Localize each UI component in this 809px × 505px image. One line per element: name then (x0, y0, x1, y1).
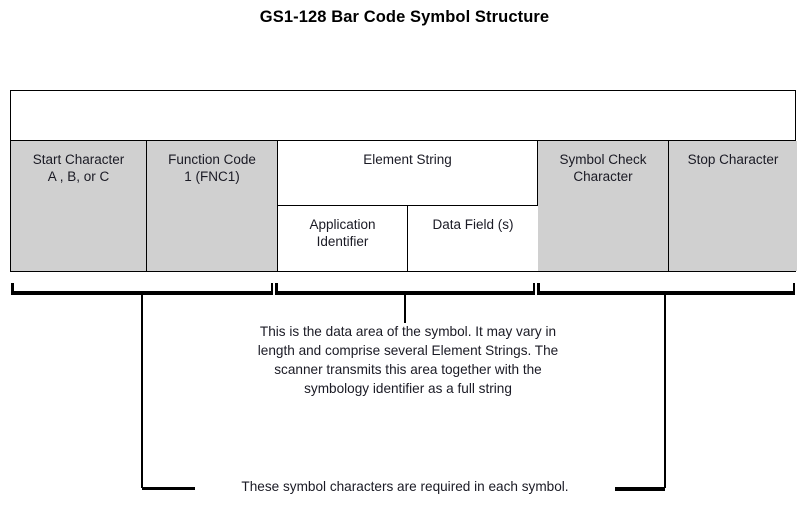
bracket-left-leg-end (270, 283, 273, 295)
bracket-left (11, 283, 273, 295)
symbol-structure-table: Start Character A , B, or C Function Cod… (10, 90, 797, 272)
bracket-left-leg-start (11, 283, 14, 295)
start-character-line2: A , B, or C (47, 169, 110, 184)
dropline-right-group (664, 295, 666, 488)
cell-start-character: Start Character A , B, or C (11, 141, 147, 271)
bracket-left-bar (11, 291, 273, 295)
application-identifier-line2: Identifier (316, 234, 369, 249)
bracket-right-bar (537, 291, 795, 295)
dropline-element-string (404, 295, 406, 323)
stop-character-line1: Stop Character (687, 152, 779, 167)
bracket-middle-leg-end (532, 283, 535, 295)
cell-symbol-check-character: Symbol Check Character (538, 141, 669, 271)
cell-function-code-1: Function Code 1 (FNC1) (147, 141, 278, 271)
caption-rule-left (142, 487, 202, 490)
element-string-label: Element String (278, 141, 537, 206)
bracket-right (537, 283, 795, 295)
cell-stop-character: Stop Character (669, 141, 797, 271)
bracket-middle-leg-start (275, 283, 278, 295)
application-identifier-line1: Application (309, 217, 376, 232)
cell-element-string: Element String Application Identifier Da… (278, 141, 538, 271)
bracket-middle-bar (275, 291, 535, 295)
required-characters-note: These symbol characters are required in … (195, 478, 615, 496)
start-character-line1: Start Character (32, 152, 125, 167)
bracket-middle (275, 283, 535, 295)
symbol-check-line1: Symbol Check (559, 152, 647, 167)
function-code-line1: Function Code (168, 152, 256, 167)
data-area-note: This is the data area of the symbol. It … (257, 324, 559, 396)
table-main-row: Start Character A , B, or C Function Cod… (11, 141, 797, 271)
symbol-check-line2: Character (573, 169, 633, 184)
data-field-line1: Data Field (s) (432, 217, 514, 232)
table-top-blank-row (11, 91, 795, 141)
bracket-right-leg-start (537, 283, 540, 295)
cell-data-field: Data Field (s) (408, 206, 538, 271)
cell-application-identifier: Application Identifier (278, 206, 408, 271)
caption-rule-right (607, 487, 665, 491)
page-title: GS1-128 Bar Code Symbol Structure (259, 8, 550, 26)
dropline-left-group (141, 295, 143, 488)
bracket-right-leg-end (792, 283, 795, 295)
function-code-line2: 1 (FNC1) (184, 169, 240, 184)
